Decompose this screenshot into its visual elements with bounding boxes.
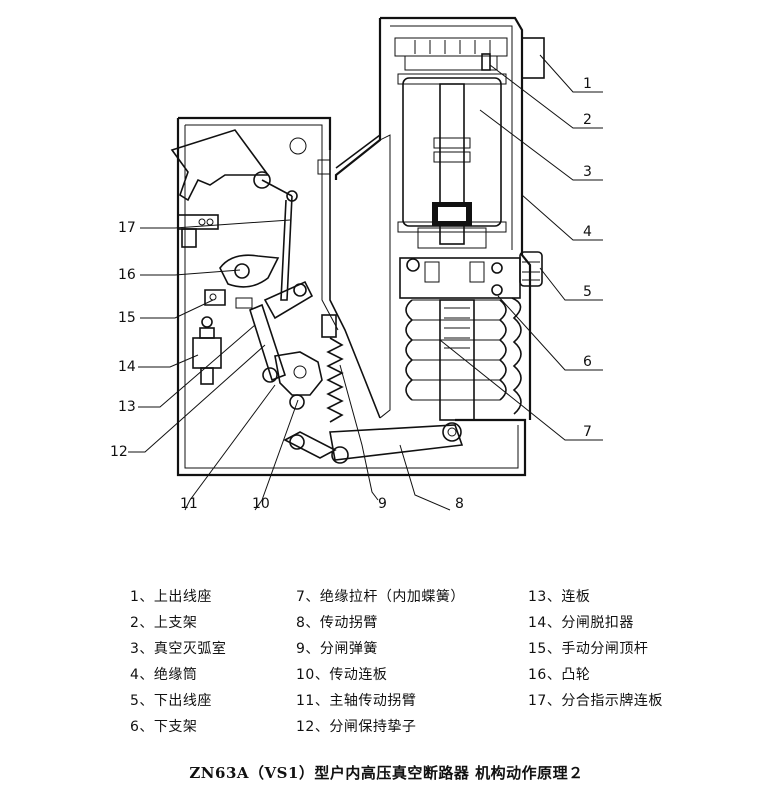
opening-spring [321, 314, 344, 423]
callout-5: 5 [583, 284, 592, 300]
callout-16: 16 [118, 267, 136, 283]
callout-8: 8 [455, 496, 464, 512]
legend-item: 8、传动拐臂 [296, 615, 378, 631]
parts-legend: 1、上出线座 2、上支架 3、真空灭弧室 4、绝缘筒 5、下出线座 6、下支架 … [0, 586, 773, 736]
callout-1: 1 [583, 76, 592, 92]
callout-3: 3 [583, 164, 592, 180]
legend-item: 17、分合指示牌连板 [528, 693, 663, 709]
callout-numbers: 1 2 3 4 5 6 7 8 9 10 11 12 13 14 15 16 1… [110, 76, 592, 512]
legend-item: 3、真空灭弧室 [130, 641, 227, 657]
legend-item: 11、主轴传动拐臂 [296, 693, 417, 709]
legend-item: 16、凸轮 [528, 667, 591, 683]
legend-item: 4、绝缘筒 [130, 667, 198, 683]
callout-4: 4 [583, 224, 592, 240]
callout-15: 15 [118, 310, 136, 326]
legend-item: 9、分闸弹簧 [296, 641, 378, 657]
callout-17: 17 [118, 220, 136, 236]
upper-terminal [394, 37, 545, 79]
callout-2: 2 [583, 112, 592, 128]
legend-item: 5、下出线座 [130, 693, 212, 709]
legend-item: 10、传动连板 [296, 667, 388, 683]
vacuum-interrupter [397, 73, 507, 249]
pole-housing [317, 16, 532, 420]
leader-lines [128, 54, 603, 511]
legend-item: 15、手动分闸顶杆 [528, 641, 649, 657]
callout-9: 9 [378, 496, 387, 512]
figure-caption: ZN63A（VS1）型户内高压真空断路器 机构动作原理２ [189, 764, 584, 782]
trip-release [192, 289, 253, 385]
legend-item: 13、连板 [528, 589, 591, 605]
cam-and-links [219, 254, 337, 459]
legend-item: 14、分闸脱扣器 [528, 615, 634, 631]
lower-bracket [399, 257, 521, 299]
callout-13: 13 [118, 399, 136, 415]
legend-item: 6、下支架 [130, 719, 198, 735]
callout-6: 6 [583, 354, 592, 370]
legend-item: 12、分闸保持挚子 [296, 719, 417, 735]
callout-14: 14 [118, 359, 136, 375]
mechanism-diagram: 1 2 3 4 5 6 7 8 9 10 11 12 13 14 15 16 1… [110, 16, 603, 512]
indicator-link [170, 129, 298, 301]
mechanism-frame [176, 116, 527, 477]
drive-crank-arm [329, 422, 464, 464]
legend-item: 2、上支架 [130, 615, 198, 631]
callout-11: 11 [180, 496, 198, 512]
legend-item: 1、上出线座 [130, 589, 212, 605]
callout-7: 7 [583, 424, 592, 440]
callout-12: 12 [110, 444, 128, 460]
callout-10: 10 [252, 496, 270, 512]
legend-item: 7、绝缘拉杆（内加蝶簧） [296, 589, 465, 605]
